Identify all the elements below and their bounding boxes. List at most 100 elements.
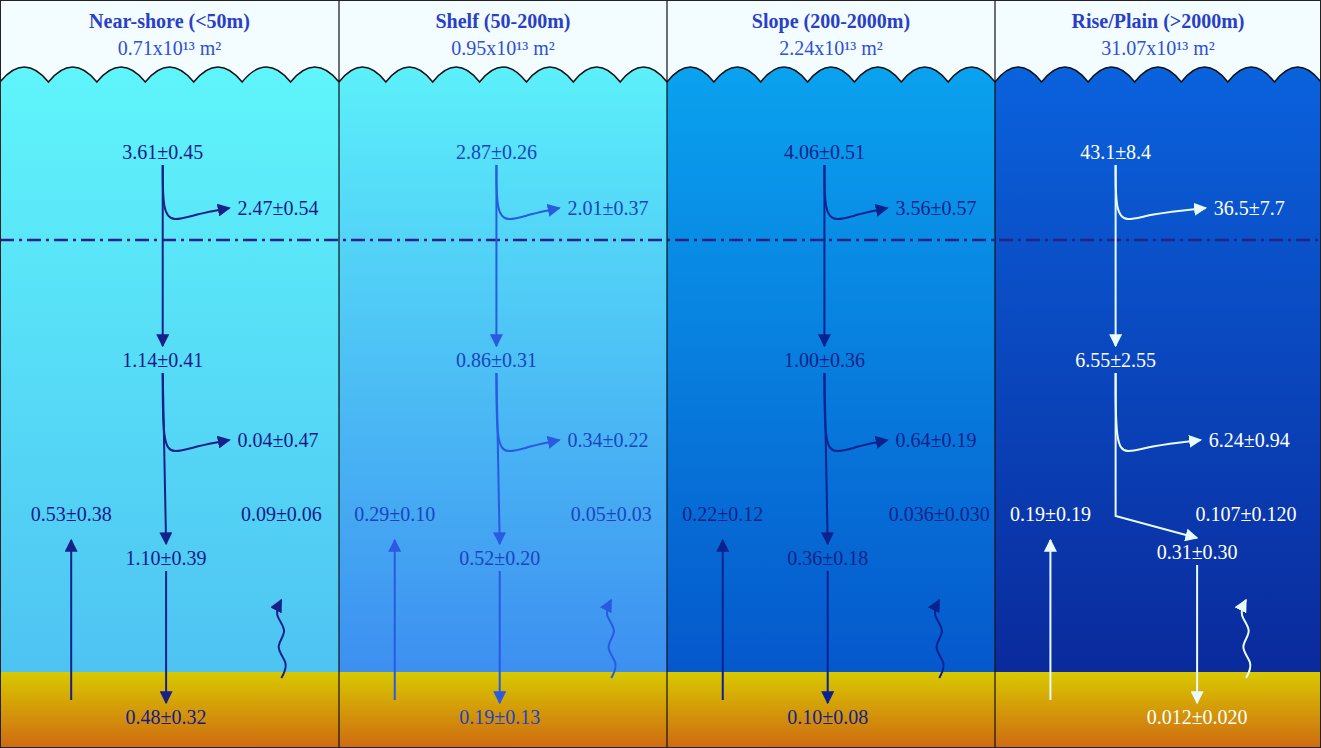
flux-number: 43.1±8.4 xyxy=(1080,141,1151,163)
flux-arrow xyxy=(1116,165,1206,219)
flux-value: 6.24±0.94 xyxy=(1204,428,1295,452)
flux-value: 0.53±0.38 xyxy=(26,502,117,526)
sediment-fluxes xyxy=(71,540,1250,700)
flux-number: 0.53±0.38 xyxy=(31,503,112,525)
diffusive-flux-arrow xyxy=(277,600,286,678)
flux-value: 36.5±7.7 xyxy=(1209,196,1290,220)
flux-value: 3.56±0.57 xyxy=(890,196,981,220)
water-column xyxy=(995,67,1321,672)
flux-number: 0.04±0.47 xyxy=(237,429,318,451)
flux-value: 0.29±0.10 xyxy=(349,502,440,526)
wave-surface xyxy=(995,67,1321,82)
depth-zone: Shelf (50-200m)0.95x10¹³ m²2.87±0.262.01… xyxy=(339,0,667,748)
flux-number: 2.47±0.54 xyxy=(237,197,318,219)
flux-number: 0.29±0.10 xyxy=(354,503,435,525)
flux-value: 0.64±0.19 xyxy=(890,428,981,452)
flux-number: 0.107±0.120 xyxy=(1196,503,1297,525)
flux-arrow xyxy=(165,571,167,703)
flux-value: 0.31±0.30 xyxy=(1152,540,1243,564)
flux-value: 2.87±0.26 xyxy=(451,140,542,164)
flux-number: 2.01±0.37 xyxy=(567,197,648,219)
zone-heading: Near-shore (<50m) xyxy=(0,8,339,34)
flux-number: 0.64±0.19 xyxy=(895,429,976,451)
flux-number: 6.55±2.55 xyxy=(1075,349,1156,371)
wave-surface xyxy=(339,67,667,82)
flux-arrow xyxy=(824,373,887,451)
upward-flux-arrow xyxy=(70,540,72,700)
flux-number: 0.48±0.32 xyxy=(126,706,207,728)
flux-number: 0.05±0.03 xyxy=(571,503,652,525)
flux-value: 0.34±0.22 xyxy=(562,428,653,452)
flux-value: 1.14±0.41 xyxy=(117,348,208,372)
flux-number: 0.19±0.19 xyxy=(1010,503,1091,525)
flux-value: 0.52±0.20 xyxy=(454,546,545,570)
zone-area: 2.24x10¹³ m² xyxy=(667,36,995,60)
depth-zone: Near-shore (<50m)0.71x10¹³ m² 3.61±0.45 2.… xyxy=(0,0,339,748)
flux-arrow xyxy=(1116,373,1198,538)
upward-flux-arrow xyxy=(1049,540,1051,700)
zone-area: 0.95x10¹³ m² xyxy=(339,36,667,60)
flux-number: 0.19±0.13 xyxy=(459,706,540,728)
water-columns xyxy=(0,67,1321,672)
flux-number: 3.61±0.45 xyxy=(122,141,203,163)
flux-value: 0.19±0.13 xyxy=(454,705,545,729)
flux-value: 0.86±0.31 xyxy=(451,348,542,372)
flux-number: 0.012±0.020 xyxy=(1147,706,1248,728)
zone-area: 31.07x10¹³ m² xyxy=(995,36,1321,60)
flux-number: 6.24±0.94 xyxy=(1209,429,1290,451)
flux-number: 4.06±0.51 xyxy=(784,141,865,163)
zone-heading: Slope (200-2000m) xyxy=(667,8,995,34)
flux-arrow xyxy=(1116,373,1201,451)
diffusive-flux-arrow xyxy=(1242,600,1251,678)
dash-dot-line xyxy=(0,239,1321,242)
diffusive-flux-arrow xyxy=(607,600,616,678)
flux-arrow xyxy=(827,571,829,703)
flux-number: 0.31±0.30 xyxy=(1157,541,1238,563)
flux-number: 1.14±0.41 xyxy=(122,349,203,371)
flux-value: 0.036±0.030 xyxy=(884,502,995,526)
upward-flux-arrow xyxy=(394,540,396,700)
water-column xyxy=(339,67,667,672)
flux-value: 0.19±0.19 xyxy=(1005,502,1096,526)
flux-number: 0.52±0.20 xyxy=(459,547,540,569)
flux-arrow xyxy=(163,373,230,451)
flux-value: 0.10±0.08 xyxy=(782,705,873,729)
sediment-band xyxy=(0,672,1321,748)
zone-area: 0.71x10¹³ m² xyxy=(0,36,339,60)
flux-arrow xyxy=(496,373,559,451)
flux-arrow xyxy=(824,165,887,219)
flux-value: 1.10±0.39 xyxy=(121,546,212,570)
flux-number: 0.34±0.22 xyxy=(567,429,648,451)
diffusive-flux-arrow xyxy=(935,600,944,678)
flux-value: 3.61±0.45 xyxy=(117,140,208,164)
depth-zone: Rise/Plain (>2000m)31.07x10¹³ m² 43.1±8.4… xyxy=(995,0,1321,748)
zone-separator xyxy=(994,0,995,748)
flux-number: 0.036±0.030 xyxy=(889,503,990,525)
flux-number: 36.5±7.7 xyxy=(1214,197,1285,219)
flux-number: 0.36±0.18 xyxy=(787,547,868,569)
water-column xyxy=(667,67,995,672)
wave-surface xyxy=(0,67,339,82)
flux-number: 0.86±0.31 xyxy=(456,349,537,371)
flux-value: 0.09±0.06 xyxy=(236,502,327,526)
flux-number: 0.09±0.06 xyxy=(241,503,322,525)
flux-number: 0.22±0.12 xyxy=(682,503,763,525)
flux-number: 3.56±0.57 xyxy=(895,197,976,219)
flux-value: 1.00±0.36 xyxy=(779,348,870,372)
flux-value: 4.06±0.51 xyxy=(779,140,870,164)
water-column xyxy=(0,67,339,672)
flux-value: 43.1±8.4 xyxy=(1075,140,1156,164)
flux-value: 0.107±0.120 xyxy=(1191,502,1302,526)
flux-number: 0.10±0.08 xyxy=(787,706,868,728)
flux-arrow xyxy=(496,165,559,219)
zone-heading: Rise/Plain (>2000m) xyxy=(995,8,1321,34)
upward-flux-arrow xyxy=(722,540,724,700)
flux-value: 6.55±2.55 xyxy=(1070,348,1161,372)
flux-value: 0.22±0.12 xyxy=(677,502,768,526)
wave-surface xyxy=(667,67,995,82)
flux-number: 1.10±0.39 xyxy=(126,547,207,569)
flux-value: 0.012±0.020 xyxy=(1142,705,1253,729)
